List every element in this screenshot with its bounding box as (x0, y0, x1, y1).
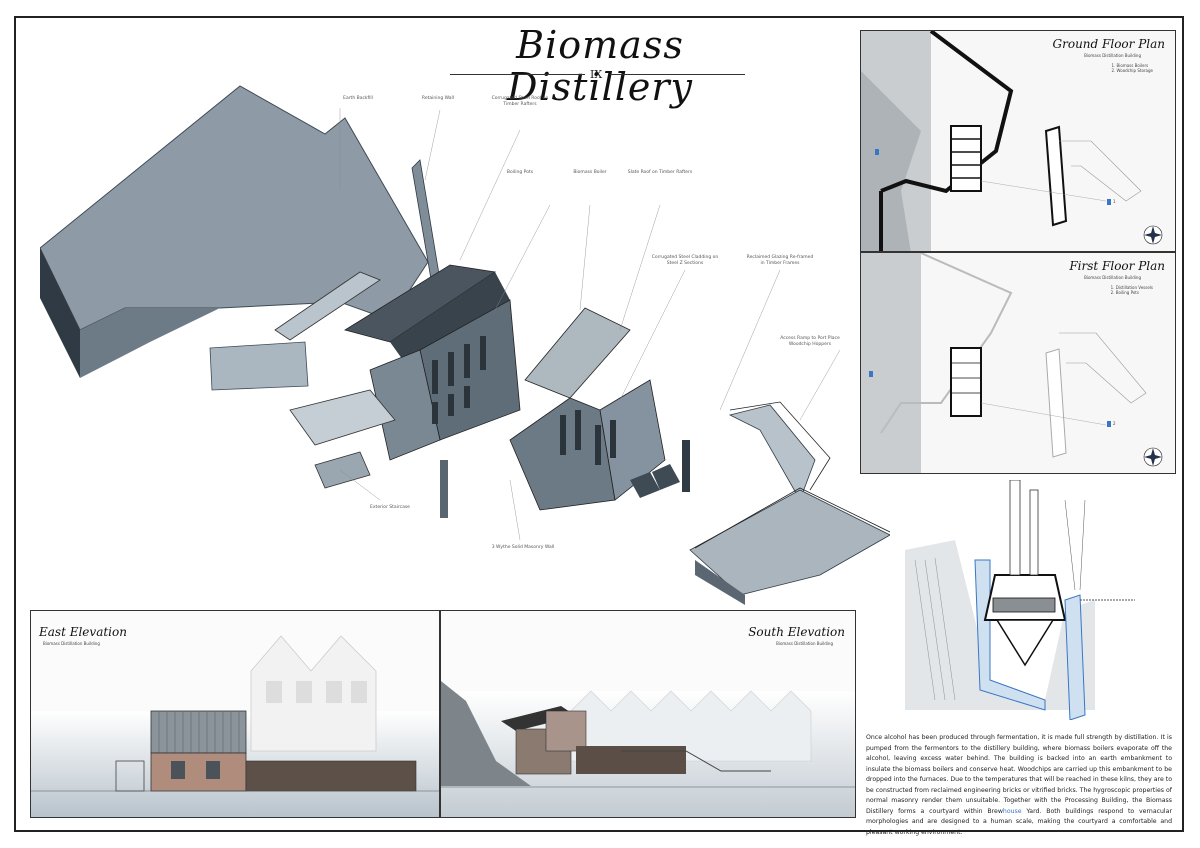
ground-floor-plan-key: 1. Biomass Boilers 2. Woodchip Storage (1111, 63, 1153, 73)
label-slate-roof: Slate Roof on Timber Rafters (627, 170, 693, 175)
south-elevation-title: South Elevation (748, 625, 845, 639)
south-elevation-subtitle: Biomass Distillation Building (776, 641, 833, 646)
ground-floor-plan-number: 1 (1113, 199, 1116, 204)
description-highlight: house (1002, 807, 1022, 815)
east-elevation-panel: East Elevation Biomass Distillation Buil… (30, 610, 440, 818)
description-text: Once alcohol has been produced through f… (866, 734, 1172, 815)
east-elevation-drawing (31, 635, 439, 817)
title-number: IX (590, 68, 603, 81)
label-retaining-wall: Retaining Wall (421, 96, 455, 101)
label-biomass-boiler: Biomass Boiler (573, 170, 607, 175)
first-floor-plan-drawing (861, 253, 1163, 473)
section-detail-drawing (905, 480, 1135, 720)
title-rule-right (610, 74, 745, 75)
ground-floor-plan-title: Ground Floor Plan (1052, 37, 1165, 51)
ground-floor-plan-panel: Ground Floor Plan Biomass Distillation B… (860, 30, 1176, 252)
label-corrugated-roof: Corrugated Steel Roof on Timber Rafters (491, 96, 549, 107)
description-text-end: Yard. Both buildings respond to vernacul… (866, 807, 1172, 836)
east-elevation-title: East Elevation (39, 625, 127, 639)
south-elevation-drawing (441, 681, 855, 817)
ground-floor-plan-drawing (861, 31, 1163, 251)
label-exterior-staircase: Exterior Staircase (370, 505, 410, 510)
first-floor-plan-number: 2 (1113, 421, 1116, 426)
first-floor-plan-title: First Floor Plan (1069, 259, 1165, 273)
first-floor-plan-subtitle: Biomass Distillation Building (1084, 275, 1141, 280)
label-reclaimed-glazing: Reclaimed Glazing Re-framed in Timber Fr… (746, 255, 814, 266)
label-wythe-wall: 3 Wythe Solid Masonry Wall (491, 545, 555, 550)
south-elevation-panel: South Elevation Biomass Distillation Bui… (440, 610, 856, 818)
project-description: Once alcohol has been produced through f… (866, 733, 1172, 838)
title-block: Biomass Distillery IX (430, 24, 770, 108)
title-rule-left (450, 74, 585, 75)
label-access-ramp: Access Ramp to Port Place Woodchip Hoppe… (780, 336, 840, 347)
exploded-axonometric (40, 85, 890, 605)
east-elevation-subtitle: Biomass Distillation Building (43, 641, 100, 646)
ground-floor-plan-subtitle: Biomass Distillation Building (1084, 53, 1141, 58)
first-floor-plan-key: 1. Distillation Vessels 2. Boiling Pots (1110, 285, 1153, 295)
first-floor-plan-panel: First Floor Plan Biomass Distillation Bu… (860, 252, 1176, 474)
page-title: Biomass Distillery (507, 23, 693, 109)
label-corrugated-cladding: Corrugated Steel Cladding on Steel Z Sec… (651, 255, 719, 266)
label-earth-backfill: Earth Backfill (343, 96, 373, 101)
label-boiling-pots: Boiling Pots (506, 170, 534, 175)
